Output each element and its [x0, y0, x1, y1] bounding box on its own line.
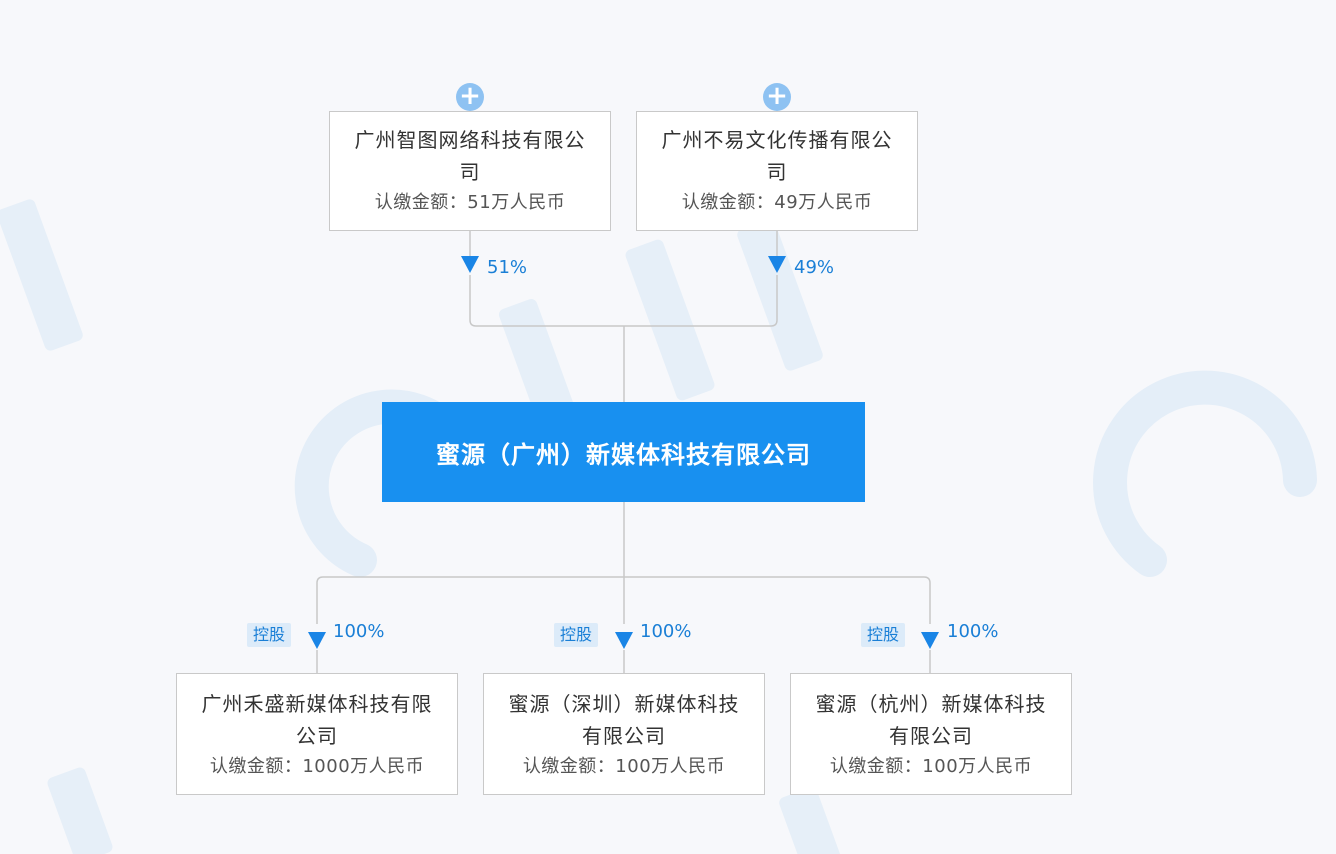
main-company-card[interactable]: 蜜源（广州）新媒体科技有限公司: [382, 402, 865, 502]
subsidiary-1-percent: 100%: [333, 621, 385, 642]
shareholder-1-name-line1: 广州智图网络科技有限公: [354, 128, 586, 152]
holding-badge-3: 控股: [861, 623, 906, 647]
subsidiary-1-amount: 认缴金额：1000万人民币: [209, 756, 425, 777]
holding-badge-1: 控股: [247, 623, 292, 647]
subsidiary-3-percent: 100%: [947, 621, 999, 642]
shareholder-2-percent: 49%: [794, 257, 835, 278]
shareholder-2-name-line2: 司: [766, 160, 788, 184]
shareholder-2-amount: 认缴金额：49万人民币: [681, 192, 873, 213]
subsidiary-2-percent: 100%: [640, 621, 692, 642]
expand-shareholder-1-button[interactable]: +: [456, 83, 484, 111]
subsidiary-card-1[interactable]: 广州禾盛新媒体科技有限 公司 认缴金额：1000万人民币: [176, 673, 458, 795]
subsidiary-3-amount: 认缴金额：100万人民币: [829, 756, 1033, 777]
arrow-down-icon: [308, 632, 326, 649]
subsidiary-card-2[interactable]: 蜜源（深圳）新媒体科技 有限公司 认缴金额：100万人民币: [483, 673, 765, 795]
arrow-down-icon: [461, 256, 479, 273]
shareholder-2-name-line1: 广州不易文化传播有限公: [661, 128, 893, 152]
subsidiary-3-name-line1: 蜜源（杭州）新媒体科技: [815, 692, 1047, 716]
subsidiary-3-name-line2: 有限公司: [889, 724, 973, 748]
subsidiary-2-name-line2: 有限公司: [582, 724, 666, 748]
shareholder-card-1[interactable]: 广州智图网络科技有限公 司 认缴金额：51万人民币: [329, 111, 611, 231]
holding-badge-2: 控股: [554, 623, 599, 647]
arrow-down-icon: [615, 632, 633, 649]
subsidiary-1-name-line2: 公司: [296, 724, 338, 748]
arrow-down-icon: [921, 632, 939, 649]
shareholder-card-2[interactable]: 广州不易文化传播有限公 司 认缴金额：49万人民币: [636, 111, 918, 231]
arrow-down-icon: [768, 256, 786, 273]
subsidiary-2-amount: 认缴金额：100万人民币: [522, 756, 726, 777]
main-company-name: 蜜源（广州）新媒体科技有限公司: [436, 440, 811, 469]
shareholder-1-percent: 51%: [487, 257, 528, 278]
shareholder-1-name-line2: 司: [459, 160, 481, 184]
shareholder-1-amount: 认缴金额：51万人民币: [374, 192, 566, 213]
subsidiary-card-3[interactable]: 蜜源（杭州）新媒体科技 有限公司 认缴金额：100万人民币: [790, 673, 1072, 795]
expand-shareholder-2-button[interactable]: +: [763, 83, 791, 111]
subsidiary-2-name-line1: 蜜源（深圳）新媒体科技: [508, 692, 740, 716]
subsidiary-1-name-line1: 广州禾盛新媒体科技有限: [201, 692, 433, 716]
